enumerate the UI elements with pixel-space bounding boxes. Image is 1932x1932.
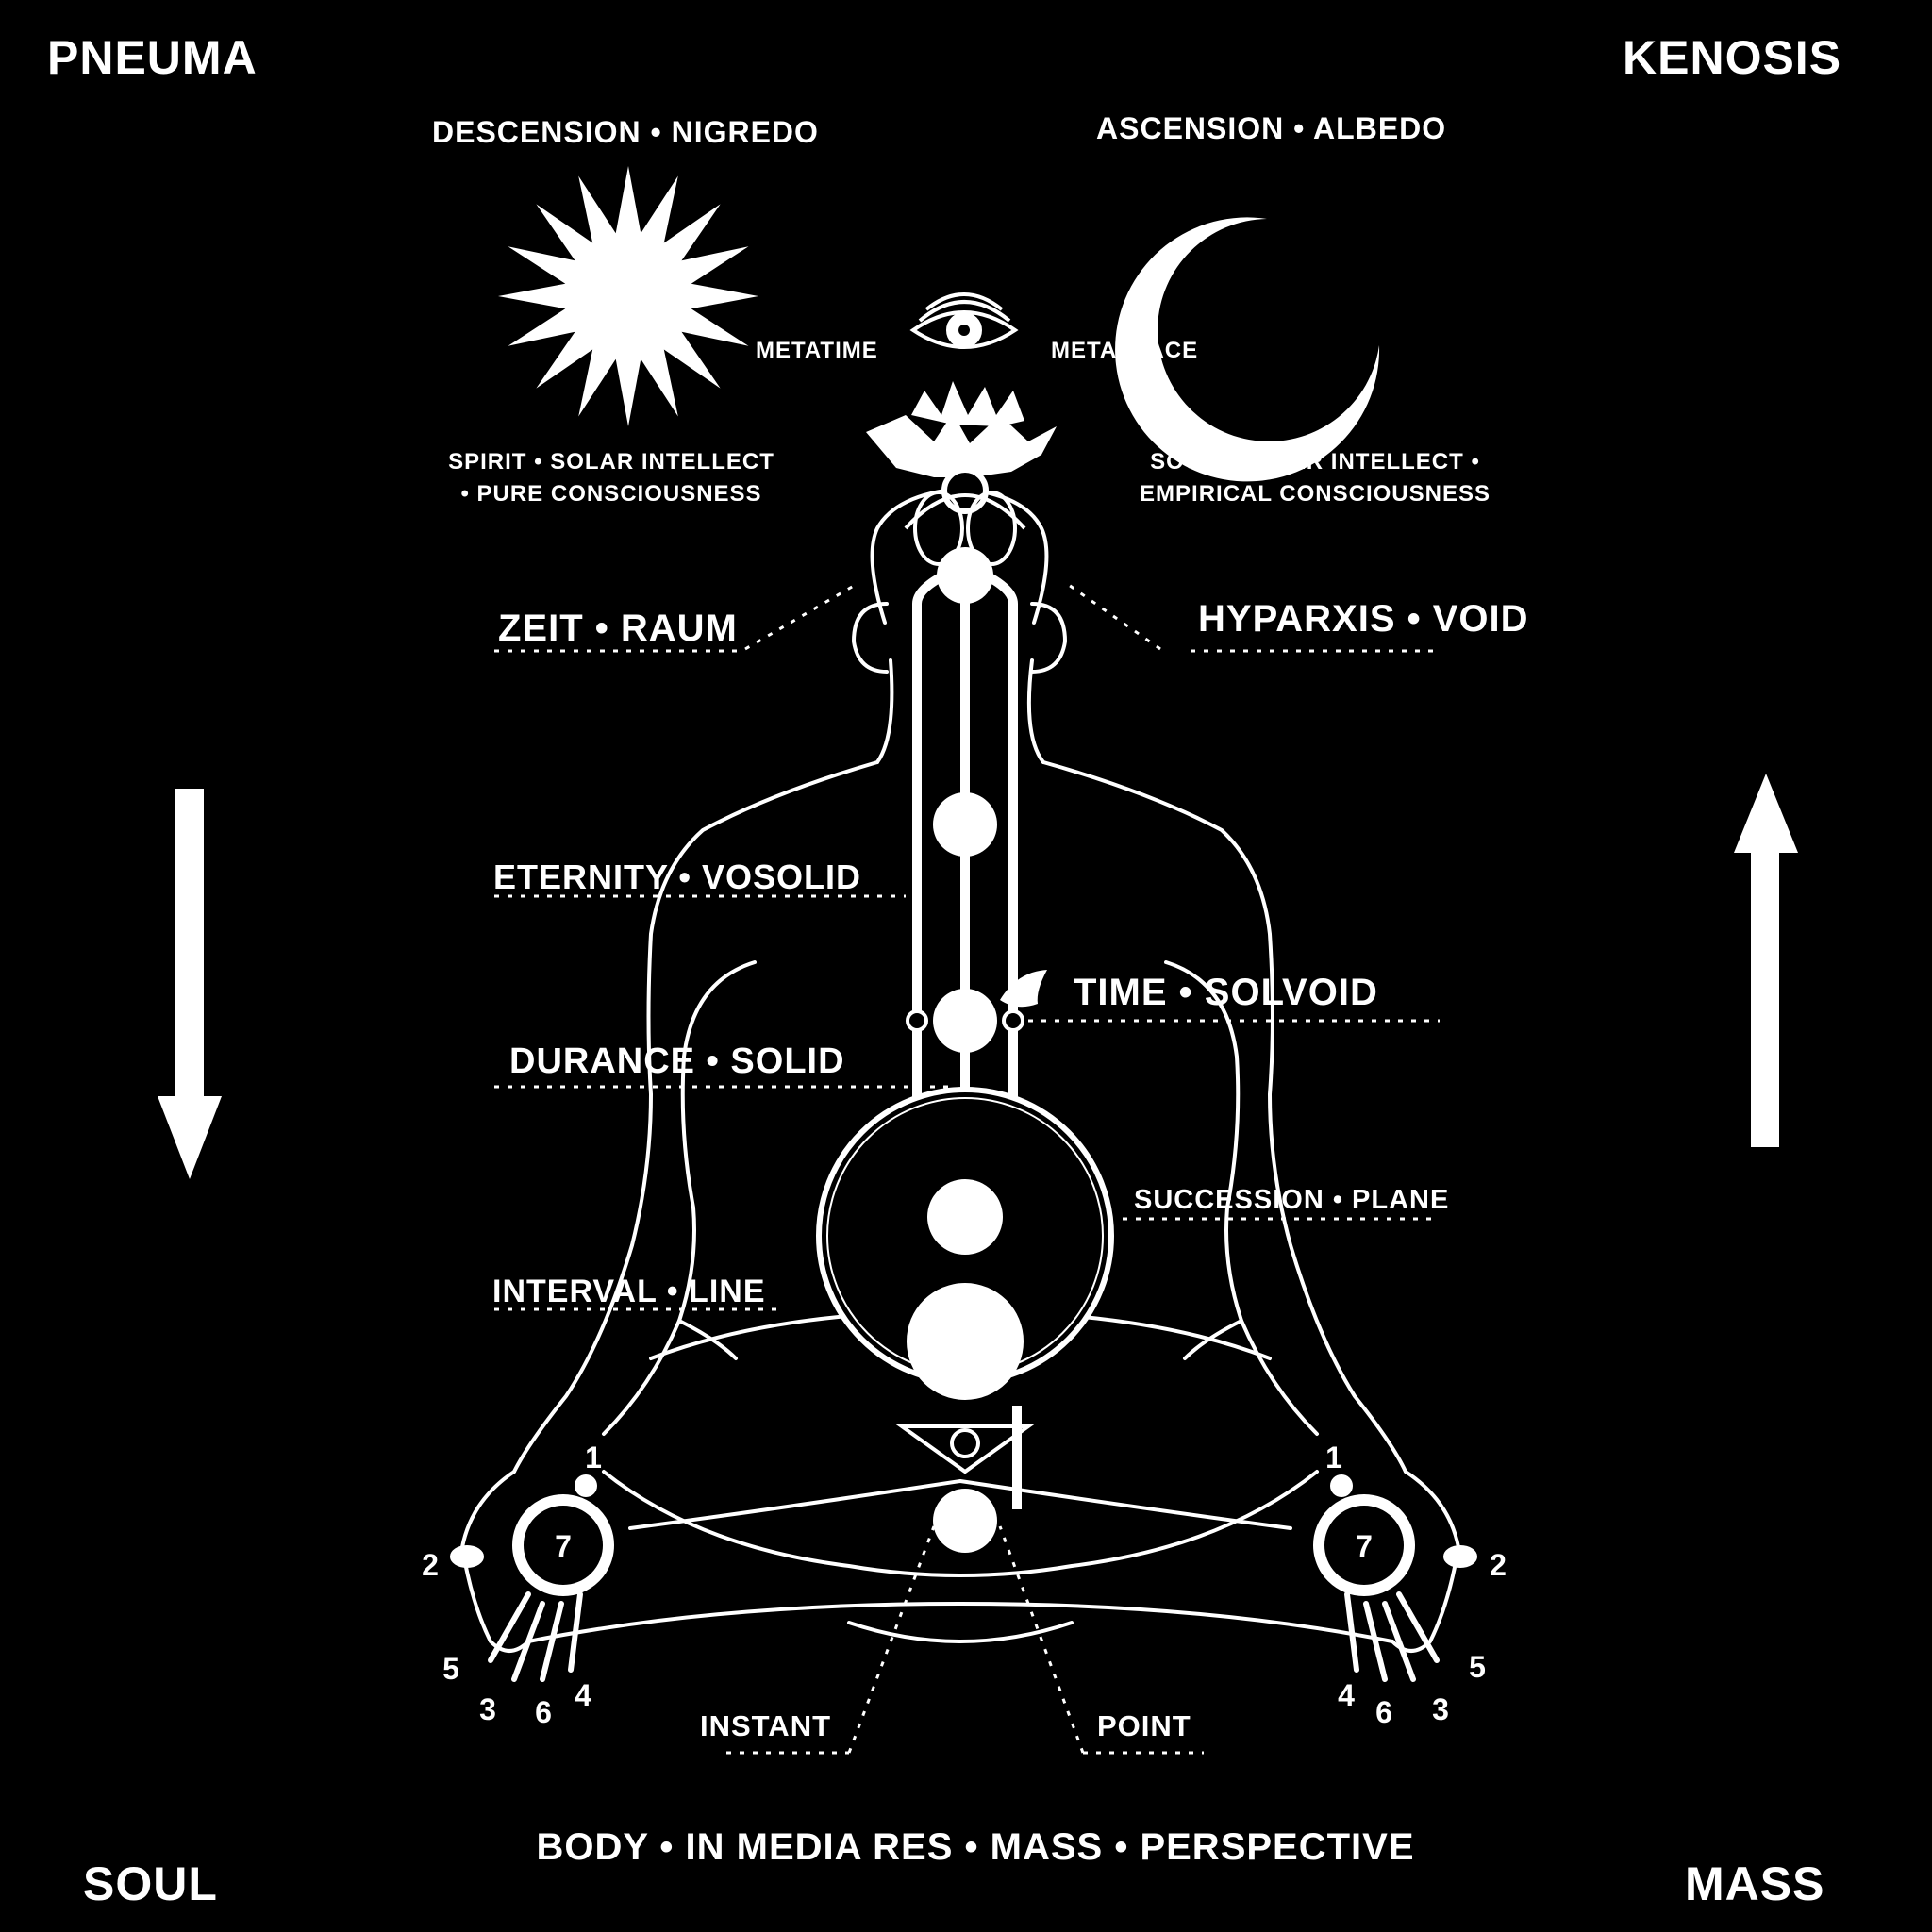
flame-icon bbox=[1000, 970, 1047, 1007]
corner-label-pneuma: PNEUMA bbox=[47, 34, 258, 81]
left-number-2: 2 bbox=[422, 1548, 439, 1582]
label-zeit-raum: ZEIT • RAUM bbox=[498, 609, 738, 647]
sun-icon bbox=[498, 166, 758, 426]
label-interval-line: INTERVAL • LINE bbox=[492, 1275, 766, 1307]
corner-label-kenosis: KENOSIS bbox=[1623, 34, 1841, 81]
header-descension: DESCENSION • NIGREDO bbox=[432, 117, 819, 147]
left-number-6: 6 bbox=[535, 1695, 552, 1729]
label-time-solvoid: TIME • SOLVOID bbox=[1074, 974, 1378, 1011]
label-durance-solid: DURANCE • SOLID bbox=[509, 1043, 845, 1079]
label-spirit-line1: SPIRIT • SOLAR INTELLECT bbox=[448, 451, 774, 474]
right-palm-number: 7 bbox=[1356, 1529, 1373, 1563]
right-number-6: 6 bbox=[1375, 1695, 1392, 1729]
label-succession-plane: SUCCESSION • PLANE bbox=[1134, 1187, 1449, 1214]
header-ascension: ASCENSION • ALBEDO bbox=[1096, 113, 1446, 143]
right-number-4: 4 bbox=[1338, 1678, 1355, 1712]
left-number-4: 4 bbox=[575, 1678, 591, 1712]
left-number-1: 1 bbox=[585, 1441, 602, 1474]
left-number-3: 3 bbox=[479, 1692, 496, 1726]
label-metaspace: METASPACE bbox=[1051, 340, 1198, 362]
label-eternity-vosolid: ETERNITY • VOSOLID bbox=[493, 860, 861, 894]
left-palm bbox=[450, 1474, 608, 1591]
label-metatime: METATIME bbox=[756, 340, 878, 362]
corner-label-soul: SOUL bbox=[83, 1860, 218, 1907]
footer-caption: BODY • IN MEDIA RES • MASS • PERSPECTIVE bbox=[536, 1828, 1414, 1866]
label-point: POINT bbox=[1097, 1711, 1191, 1740]
right-number-3: 3 bbox=[1432, 1692, 1449, 1726]
heart-circle bbox=[819, 1090, 1111, 1400]
label-soul-line2: EMPIRICAL CONSCIOUSNESS bbox=[1140, 483, 1491, 506]
left-palm-number: 7 bbox=[555, 1529, 572, 1563]
down-arrow-icon bbox=[158, 789, 222, 1179]
up-arrow-icon bbox=[1734, 774, 1798, 1147]
triangle-icon bbox=[902, 1426, 1028, 1472]
left-number-5: 5 bbox=[442, 1652, 459, 1686]
right-number-5: 5 bbox=[1469, 1650, 1486, 1684]
crown-lotus-icon bbox=[866, 381, 1057, 477]
right-number-1: 1 bbox=[1325, 1441, 1342, 1474]
label-soul-line1: SOUL • LUNAR INTELLECT • bbox=[1150, 451, 1480, 474]
right-number-2: 2 bbox=[1490, 1548, 1507, 1582]
label-spirit-line2: • PURE CONSCIOUSNESS bbox=[460, 483, 761, 506]
label-hyparxis-void: HYPARXIS • VOID bbox=[1198, 600, 1529, 638]
corner-label-mass: MASS bbox=[1685, 1860, 1824, 1907]
eye-icon bbox=[913, 294, 1015, 347]
label-instant: INSTANT bbox=[700, 1711, 831, 1740]
left-fingers bbox=[491, 1594, 580, 1679]
